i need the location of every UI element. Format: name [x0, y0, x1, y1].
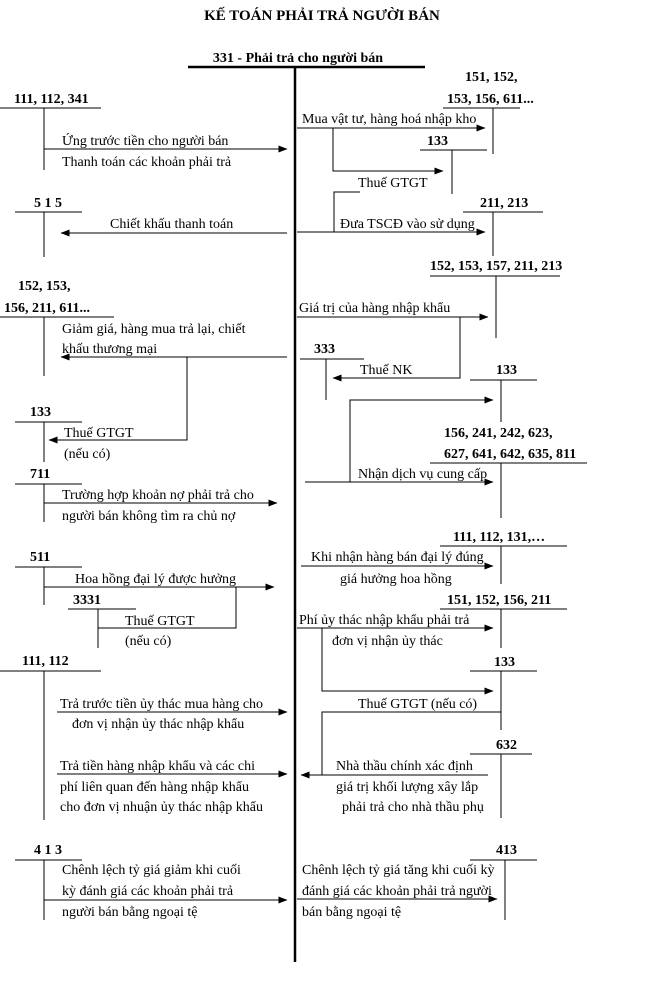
- entry-phi-uy-thac-l2: đơn vị nhận ủy thác: [332, 634, 443, 649]
- entry-cl-giam-l1: Chênh lệch tỷ giá giảm khi cuối: [62, 863, 241, 878]
- entry-thanh-toan: Thanh toán các khoản phải trả: [62, 155, 232, 170]
- account-211-213-label: 211, 213: [480, 196, 528, 211]
- page-title: KẾ TOÁN PHẢI TRẢ NGƯỜI BÁN: [204, 7, 440, 24]
- account-133-left-label: 133: [30, 405, 51, 420]
- entry-ung-truoc: Ứng trước tiền cho người bán: [62, 132, 228, 149]
- entry-711-l2: người bán không tìm ra chủ nợ: [62, 509, 236, 524]
- arrow-3331: [98, 587, 237, 629]
- entry-cl-tang-l3: bán bằng ngoại tệ: [302, 905, 401, 920]
- account-632-label: 632: [496, 738, 517, 753]
- account-111-112-label: 111, 112: [22, 654, 69, 669]
- account-3331-label: 3331: [73, 593, 101, 608]
- central-account-label: 331 - Phải trả cho người bán: [213, 51, 383, 66]
- entry-thue-gtgt-3331: Thuế GTGT: [125, 614, 195, 629]
- account-711-label: 711: [30, 467, 50, 482]
- account-151-label-l1: 151, 152,: [465, 70, 518, 85]
- entry-giam-gia-l2: khấu thương mại: [62, 342, 157, 357]
- entry-neu-co-3331: (nếu có): [125, 634, 172, 649]
- arrow-to-133-b: [349, 396, 494, 482]
- account-152-153-label-l1: 152, 153,: [18, 279, 71, 294]
- entry-nha-thau-l3: phải trả cho nhà thầu phụ: [342, 800, 484, 815]
- entry-thue-gtgt-neu-co: Thuế GTGT (nếu có): [358, 697, 477, 712]
- entry-tra-truoc-l2: đơn vị nhận ủy thác nhập khẩu: [72, 717, 244, 732]
- account-413-right-label: 413: [496, 843, 517, 858]
- account-151-label-l2: 153, 156, 611...: [447, 92, 534, 107]
- entry-chiet-khau-tt: Chiết khấu thanh toán: [110, 217, 233, 232]
- account-152-157-label: 152, 153, 157, 211, 213: [430, 259, 562, 274]
- entry-gia-tri-nk: Giá trị của hàng nhập khẩu: [299, 301, 450, 316]
- arrow-to-133-c: [321, 628, 494, 695]
- entry-khi-nhan-l2: giá hưởng hoa hồng: [340, 572, 452, 587]
- account-156-241-label-l2: 627, 641, 642, 635, 811: [444, 447, 576, 462]
- entry-neu-co-left: (nếu có): [64, 447, 111, 462]
- entry-tra-tien-l2: phí liên quan đến hàng nhập khẩu: [60, 780, 249, 795]
- entry-tra-tien-l3: cho đơn vị nhuận ủy thác nhập khẩu: [60, 800, 263, 815]
- entry-thue-nk: Thuế NK: [360, 363, 413, 378]
- entry-mua-vat-tu: Mua vật tư, hàng hoá nhập kho: [302, 112, 476, 127]
- arrow-331-to-211-213: [333, 191, 486, 236]
- entry-dua-tscd: Đưa TSCĐ vào sử dụng: [340, 217, 475, 232]
- entry-cl-giam-l2: kỳ đánh giá các khoản phải trả: [62, 884, 234, 899]
- account-111-112-341-label: 111, 112, 341: [14, 92, 89, 107]
- arrow-133-left: [48, 357, 188, 444]
- account-111-112-131-label: 111, 112, 131,…: [453, 530, 545, 545]
- entry-giam-gia-l1: Giảm giá, hàng mua trả lại, chiết: [62, 322, 246, 337]
- account-151-152-156-211-label: 151, 152, 156, 211: [447, 593, 551, 608]
- account-156-241-label-l1: 156, 241, 242, 623,: [444, 426, 553, 441]
- account-333-label: 333: [314, 342, 335, 357]
- account-133-c-label: 133: [494, 655, 515, 670]
- entry-nha-thau-l1: Nhà thầu chính xác định: [336, 759, 473, 774]
- entry-cl-tang-l2: đánh giá các khoản phải trả người: [302, 884, 492, 899]
- account-133-a-label: 133: [427, 134, 448, 149]
- account-515-label: 5 1 5: [34, 196, 62, 211]
- entry-tra-tien-l1: Trả tiền hàng nhập khẩu và các chi: [60, 759, 255, 774]
- arrow-thue-gtgt-neu-co: [321, 711, 501, 775]
- account-133-b-label: 133: [496, 363, 517, 378]
- entry-thue-gtgt-left: Thuế GTGT: [64, 426, 134, 441]
- entry-cl-giam-l3: người bán bằng ngoại tệ: [62, 905, 198, 920]
- entry-711-l1: Trường hợp khoản nợ phải trả cho: [62, 488, 254, 503]
- entry-phi-uy-thac-l1: Phí ủy thác nhập khẩu phải trả: [299, 613, 470, 628]
- account-152-153-label-l2: 156, 211, 611...: [4, 301, 90, 316]
- entry-tra-truoc-l1: Trả trước tiền ủy thác mua hàng cho: [60, 697, 263, 712]
- entry-nhan-dich-vu: Nhận dịch vụ cung cấp: [358, 467, 487, 482]
- account-413-left-label: 4 1 3: [34, 843, 62, 858]
- entry-nha-thau-l2: giá trị khối lượng xây lắp: [336, 780, 478, 795]
- entry-khi-nhan-l1: Khi nhận hàng bán đại lý đúng: [311, 550, 484, 565]
- entry-hoa-hong: Hoa hồng đại lý được hưởng: [75, 572, 236, 587]
- account-511-label: 511: [30, 550, 50, 565]
- entry-thue-gtgt-a: Thuế GTGT: [358, 176, 428, 191]
- arrow-331-to-133-a: [332, 128, 444, 175]
- arrow-333: [332, 317, 461, 382]
- entry-cl-tang-l1: Chênh lệch tỷ giá tăng khi cuối kỳ: [302, 863, 494, 878]
